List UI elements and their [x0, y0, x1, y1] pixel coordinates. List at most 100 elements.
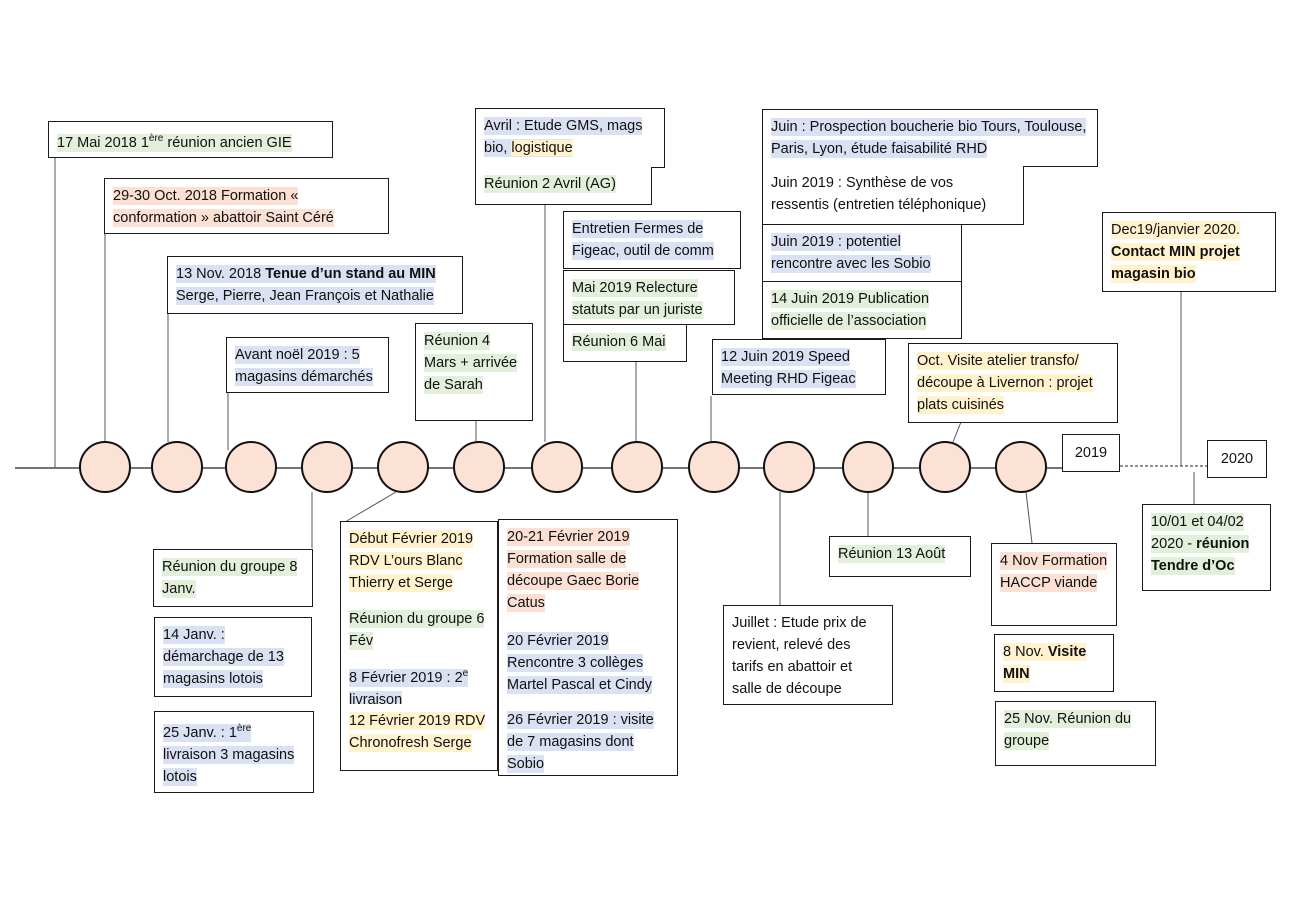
event-box: 4 Nov Formation HACCP viande [991, 543, 1117, 626]
event-text-part: ère [236, 723, 252, 734]
event-box: 14 Janv. : démarchage de 13 magasins lot… [154, 617, 312, 697]
event-box: 26 Février 2019 : visite de 7 magasins d… [498, 703, 678, 776]
event-text: Réunion 13 Août [838, 545, 946, 563]
event-text: 14 Juin 2019 Publication officielle de l… [771, 290, 930, 330]
event-text-part: réunion Tendre d’Oc [1151, 536, 1250, 574]
event-box: 25 Janv. : 1ère livraison 3 magasins lot… [154, 711, 314, 793]
event-text: 20 Février 2019 Rencontre 3 collèges Mar… [507, 632, 653, 694]
event-box: Réunion du groupe 6 Fév [340, 602, 498, 658]
event-box: Dec19/janvier 2020. Contact MIN projet m… [1102, 212, 1276, 292]
event-text: 25 Nov. Réunion du groupe [1004, 710, 1132, 750]
event-text-part: livraison [349, 691, 403, 708]
event-box: 8 Nov. Visite MIN [994, 634, 1114, 692]
event-box: Réunion 6 Mai [563, 324, 687, 362]
event-text-part: 8 Nov. [1003, 644, 1048, 660]
event-text: 10/01 et 04/02 2020 - réunion Tendre d’O… [1151, 513, 1250, 575]
event-text: Réunion 4 Mars + arrivée de Sarah [424, 332, 518, 394]
event-box: 10/01 et 04/02 2020 - réunion Tendre d’O… [1142, 504, 1271, 591]
event-text: 8 Février 2019 : 2e livraison [349, 668, 469, 709]
event-box: Avant noël 2019 : 5 magasins démarchés [226, 337, 389, 393]
event-text: Avril : Etude GMS, mags bio, logistique [484, 117, 643, 157]
timeline-node [79, 441, 131, 493]
event-box: Juin 2019 : Synthèse de vos ressentis (e… [762, 166, 1024, 225]
event-box: Juin : Prospection boucherie bio Tours, … [762, 109, 1098, 167]
event-text-part: 13 Nov. 2018 [176, 266, 266, 282]
event-box: Réunion 13 Août [829, 536, 971, 577]
event-text: Entretien Fermes de Figeac, outil de com… [572, 220, 714, 260]
event-box: 13 Nov. 2018 Tenue d’un stand au MIN Ser… [167, 256, 463, 314]
timeline-node [151, 441, 203, 493]
timeline-node [919, 441, 971, 493]
event-box: Début Février 2019 RDV L’ours Blanc Thie… [340, 521, 498, 603]
event-box: 17 Mai 2018 1ère réunion ancien GIE [48, 121, 333, 158]
event-box: Oct. Visite atelier transfo/ découpe à L… [908, 343, 1118, 423]
event-box: 12 Février 2019 RDV Chronofresh Serge [340, 704, 498, 771]
event-text: 26 Février 2019 : visite de 7 magasins d… [507, 711, 654, 773]
event-box: 20-21 Février 2019 Formation salle de dé… [498, 519, 678, 625]
event-text-part: 10/01 et 04/02 2020 - [1151, 514, 1244, 552]
event-text: Mai 2019 Relecture statuts par un jurist… [572, 279, 703, 319]
event-text: 17 Mai 2018 1ère réunion ancien GIE [57, 133, 292, 152]
event-box: 25 Nov. Réunion du groupe [995, 701, 1156, 766]
event-box: Réunion 4 Mars + arrivée de Sarah [415, 323, 533, 421]
event-text: 20-21 Février 2019 Formation salle de dé… [507, 528, 640, 612]
event-text-part: Serge, Pierre, Jean François et Nathalie [176, 288, 434, 304]
event-text-part: 8 Février 2019 : 2 [349, 669, 463, 686]
event-text-part: ère [148, 133, 164, 144]
event-text: 14 Janv. : démarchage de 13 magasins lot… [163, 626, 284, 688]
event-box: Juillet : Etude prix de revient, relevé … [723, 605, 893, 705]
event-text-part: Visite MIN [1003, 644, 1087, 682]
event-text-part: 17 Mai 2018 1 [57, 134, 149, 151]
event-box: Avril : Etude GMS, mags bio, logistique [475, 108, 665, 168]
event-box: 8 Février 2019 : 2e livraison [340, 657, 498, 709]
timeline-node [301, 441, 353, 493]
event-text-part: Dec19/janvier 2020. [1111, 222, 1240, 238]
event-box: 12 Juin 2019 Speed Meeting RHD Figeac [712, 339, 886, 395]
event-text: Réunion 2 Avril (AG) [484, 175, 616, 193]
event-text: Avant noël 2019 : 5 magasins démarchés [235, 346, 373, 386]
year-label-2019: 2019 [1062, 434, 1120, 472]
event-text: 13 Nov. 2018 Tenue d’un stand au MIN Ser… [176, 265, 436, 305]
event-text-part: Contact MIN projet magasin bio [1111, 244, 1240, 282]
timeline-node [611, 441, 663, 493]
event-text: 29-30 Oct. 2018 Formation « conformation… [113, 187, 334, 227]
event-text: 12 Février 2019 RDV Chronofresh Serge [349, 712, 486, 752]
event-text: 25 Janv. : 1ère livraison 3 magasins lot… [163, 723, 295, 786]
event-text: Réunion du groupe 8 Janv. [162, 558, 298, 598]
event-text-part: Avril : Etude GMS, mags bio, [484, 118, 643, 156]
event-text-part: réunion ancien GIE [163, 134, 292, 151]
event-text: 8 Nov. Visite MIN [1003, 643, 1087, 683]
timeline-node [763, 441, 815, 493]
event-text: Début Février 2019 RDV L’ours Blanc Thie… [349, 530, 474, 592]
event-text-part: logistique [511, 140, 573, 156]
event-text-part: 25 Janv. : 1 [163, 724, 237, 741]
event-text: Juillet : Etude prix de revient, relevé … [732, 615, 867, 697]
event-text: 4 Nov Formation HACCP viande [1000, 552, 1108, 592]
event-box: Entretien Fermes de Figeac, outil de com… [563, 211, 741, 269]
event-text: Oct. Visite atelier transfo/ découpe à L… [917, 352, 1093, 414]
event-text: Réunion du groupe 6 Fév [349, 610, 485, 650]
event-box: 14 Juin 2019 Publication officielle de l… [762, 281, 962, 339]
event-box: 20 Février 2019 Rencontre 3 collèges Mar… [498, 624, 678, 704]
timeline-node [995, 441, 1047, 493]
timeline-node [688, 441, 740, 493]
timeline-node [225, 441, 277, 493]
event-text: Réunion 6 Mai [572, 333, 666, 351]
event-box: Réunion du groupe 8 Janv. [153, 549, 313, 607]
event-text: Juin 2019 : potentiel rencontre avec les… [771, 233, 931, 273]
timeline-node [453, 441, 505, 493]
event-text: Dec19/janvier 2020. Contact MIN projet m… [1111, 221, 1240, 283]
event-box: Juin 2019 : potentiel rencontre avec les… [762, 224, 962, 282]
timeline-node [377, 441, 429, 493]
event-box: 29-30 Oct. 2018 Formation « conformation… [104, 178, 389, 234]
year-label-2020: 2020 [1207, 440, 1267, 478]
event-text: 12 Juin 2019 Speed Meeting RHD Figeac [721, 348, 856, 388]
event-text-part: e [462, 668, 469, 679]
event-box: Mai 2019 Relecture statuts par un jurist… [563, 270, 735, 325]
event-text: Juin : Prospection boucherie bio Tours, … [771, 118, 1087, 158]
event-text-part: Tenue d’un stand au MIN [265, 266, 436, 282]
timeline-node [842, 441, 894, 493]
event-text-part: livraison 3 magasins lotois [163, 746, 295, 785]
event-box: Réunion 2 Avril (AG) [475, 167, 652, 205]
